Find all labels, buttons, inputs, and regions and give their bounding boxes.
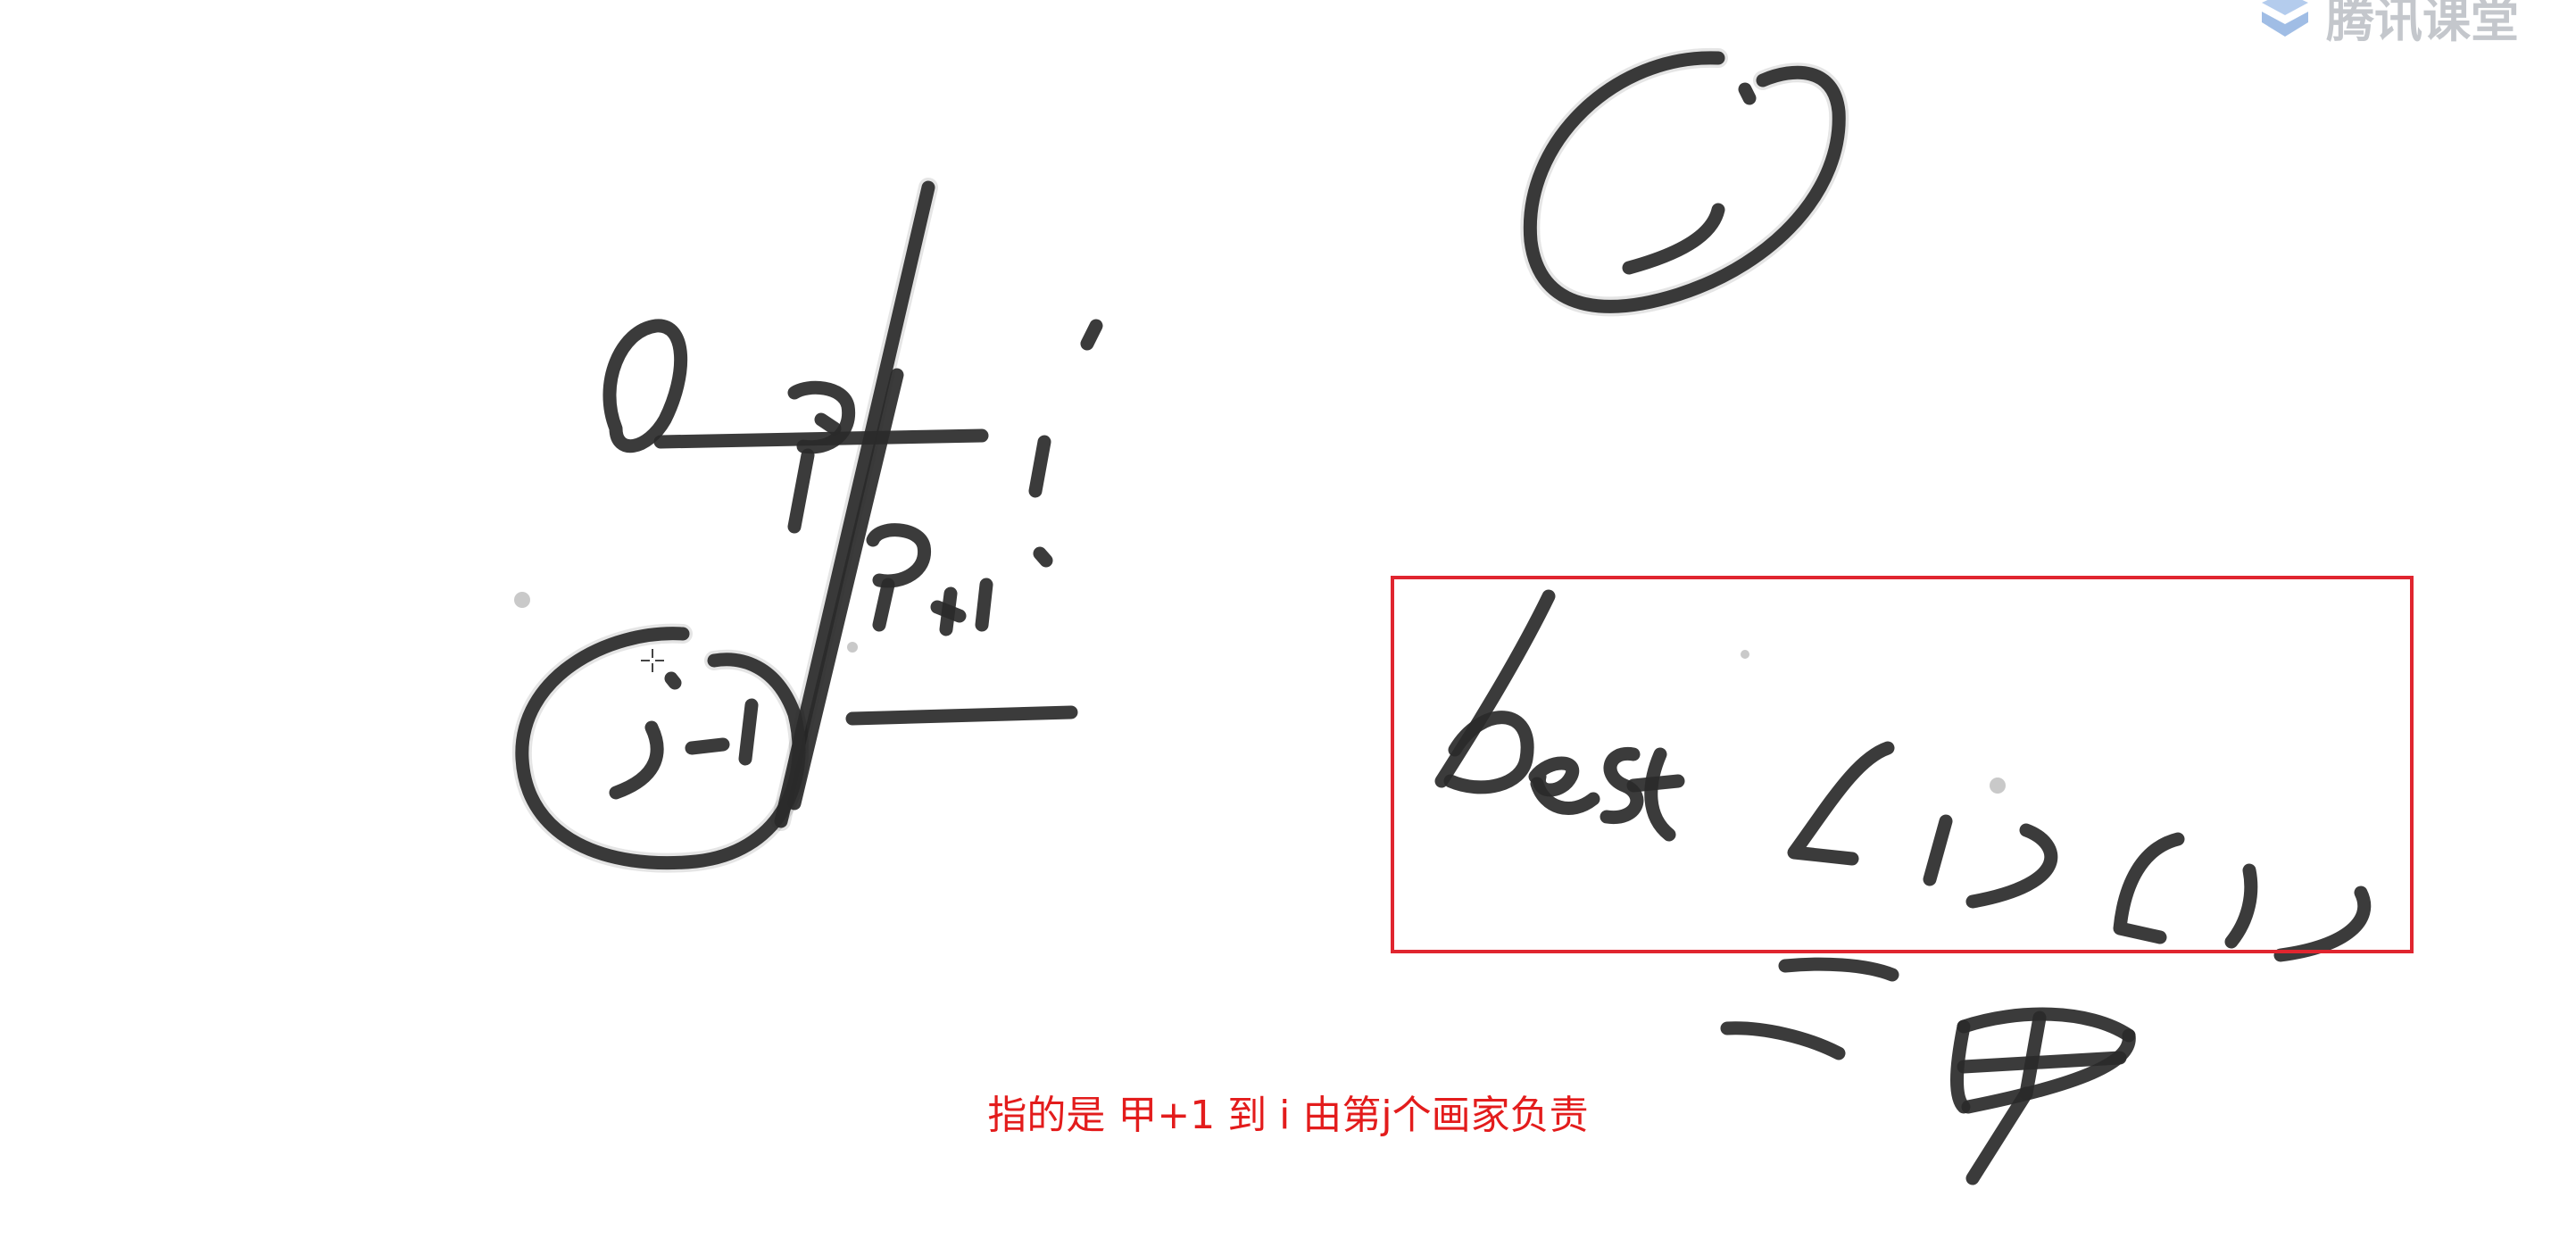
ink-letter-i bbox=[1028, 319, 1103, 498]
logo-text: 腾讯课堂 bbox=[2326, 0, 2519, 48]
highlight-rectangle bbox=[1391, 576, 2414, 953]
ink-best-i-j bbox=[1434, 589, 2372, 962]
ink-jia-glyph-top bbox=[787, 380, 856, 534]
ink-long-divider-line bbox=[771, 178, 938, 831]
ink-bottom-line bbox=[845, 705, 1078, 726]
ink-jia-plus-one bbox=[866, 523, 1053, 636]
subtitle-caption: 指的是 甲+1 到 i 由第j个画家负责 bbox=[987, 1093, 1589, 1138]
tencent-classroom-logo: 腾讯课堂 bbox=[2256, 0, 2519, 48]
ink-equals-jia bbox=[1720, 957, 2136, 1185]
tencent-classroom-logo-icon bbox=[2256, 0, 2314, 46]
ink-top-line bbox=[653, 428, 989, 449]
ink-circle-left bbox=[511, 623, 810, 873]
crosshair-cursor-icon bbox=[641, 649, 664, 672]
ink-circle-j bbox=[1520, 47, 1849, 317]
ink-zero bbox=[602, 319, 688, 453]
ink-j-minus-one bbox=[609, 671, 759, 800]
